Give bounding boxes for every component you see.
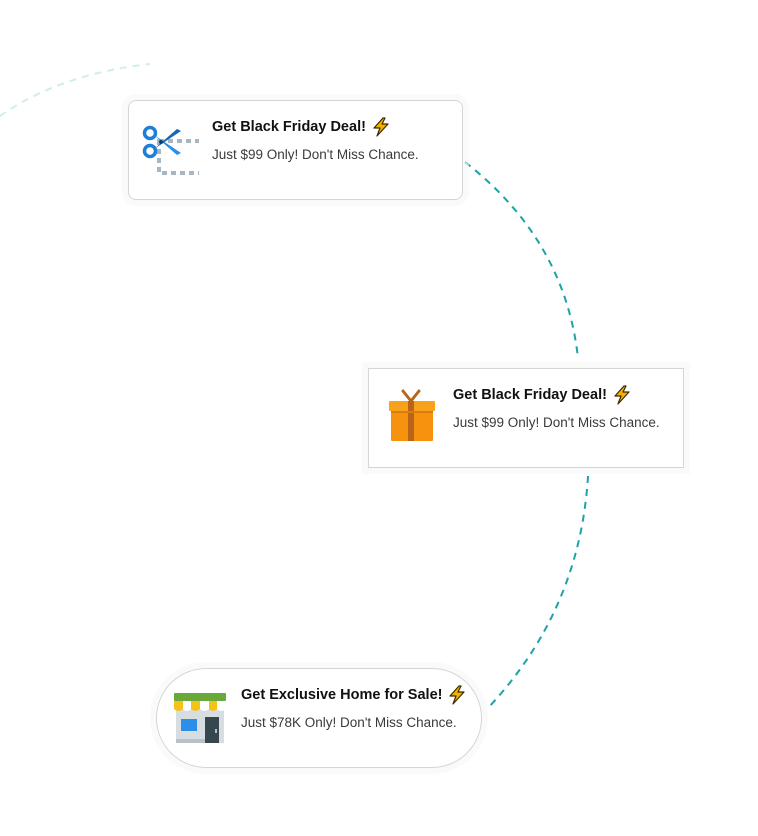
notification-subtitle: Just $78K Only! Don't Miss Chance. xyxy=(241,715,457,730)
lightning-bolt-icon xyxy=(614,385,630,405)
notification-card-black-friday-2[interactable]: Get Black Friday Deal! Just $99 Only! Do… xyxy=(368,368,684,468)
notification-title: Get Black Friday Deal! xyxy=(453,385,631,405)
arc-segment-bottom xyxy=(487,475,589,709)
notification-card-home-sale[interactable]: Get Exclusive Home for Sale! Just $78K O… xyxy=(156,668,482,768)
lightning-bolt-icon xyxy=(449,685,466,705)
faint-arc-segment xyxy=(0,63,151,117)
arc-segment-top xyxy=(464,161,579,359)
storefront-icon xyxy=(171,689,229,747)
notification-subtitle: Just $99 Only! Don't Miss Chance. xyxy=(212,147,419,162)
notification-title: Get Black Friday Deal! xyxy=(212,117,390,137)
notification-subtitle: Just $99 Only! Don't Miss Chance. xyxy=(453,415,660,430)
notification-card-black-friday-1[interactable]: Get Black Friday Deal! Just $99 Only! Do… xyxy=(128,100,463,200)
lightning-bolt-icon xyxy=(373,117,389,137)
scissors-coupon-icon xyxy=(141,121,203,179)
notification-title: Get Exclusive Home for Sale! xyxy=(241,685,466,705)
gift-box-icon xyxy=(385,387,443,445)
